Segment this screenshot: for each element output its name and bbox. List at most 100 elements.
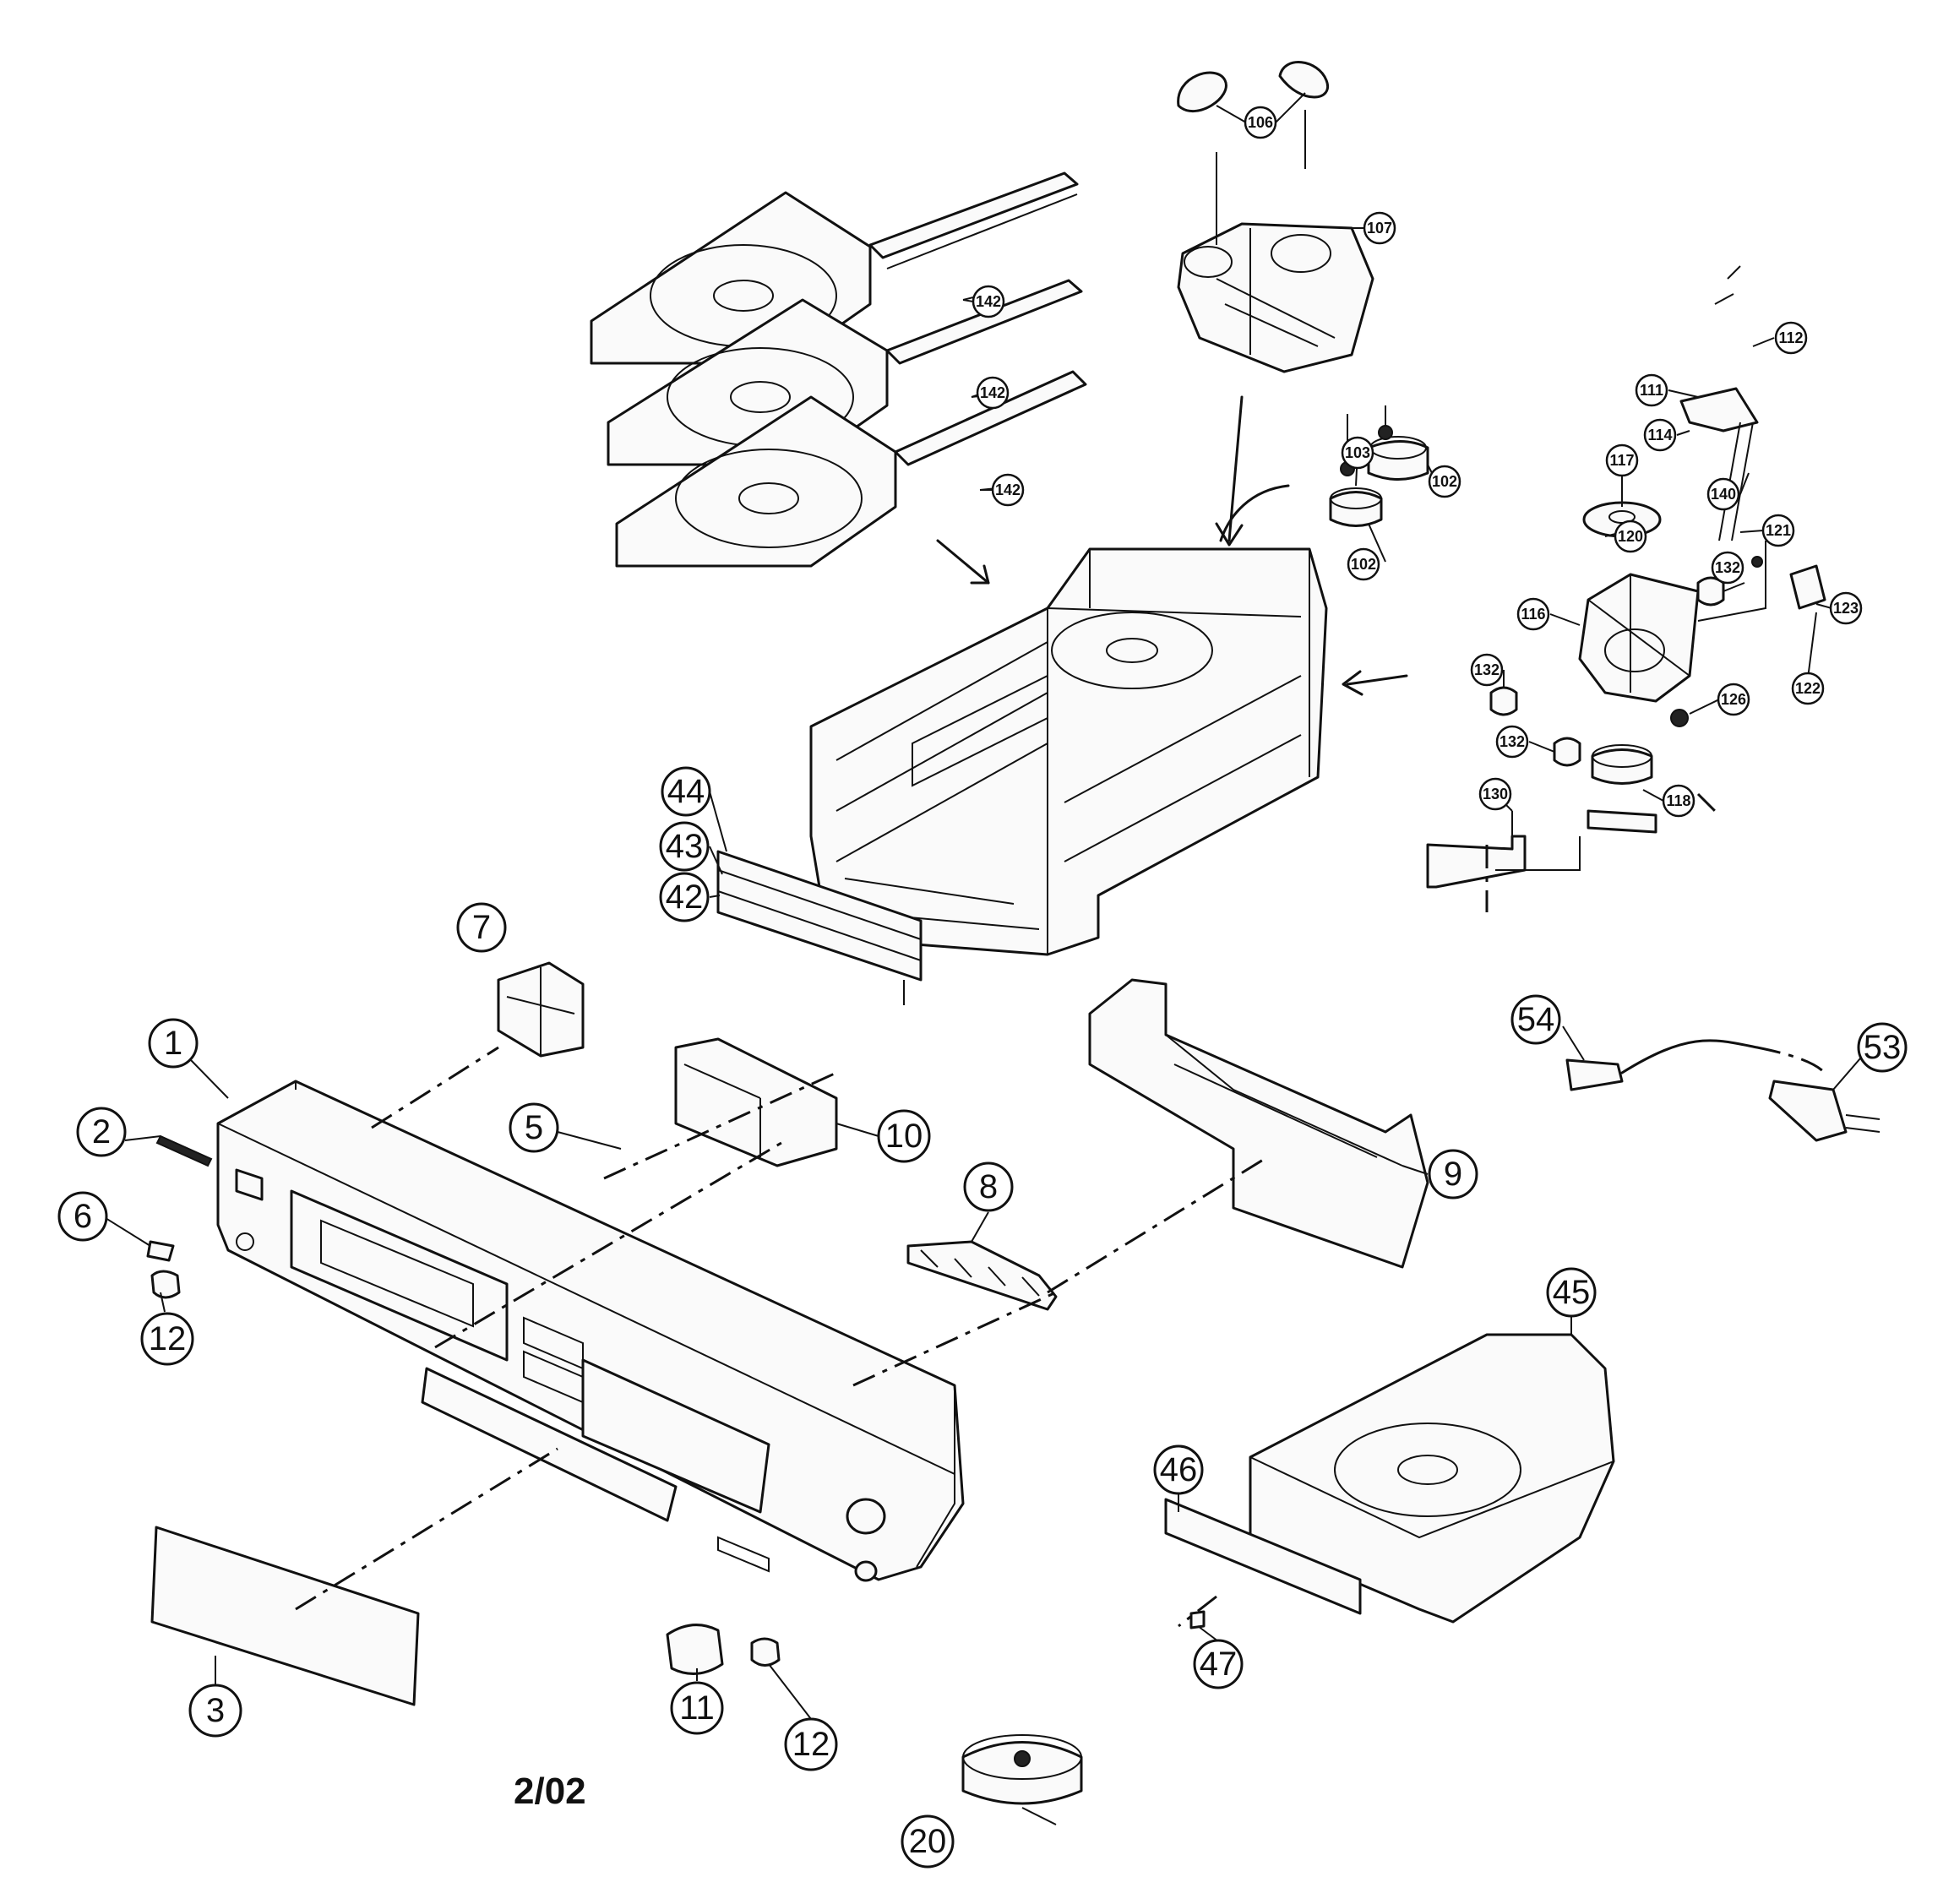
- callout-6: 6: [57, 1191, 108, 1242]
- disc-tray-bottom: [615, 370, 1087, 568]
- callout-label: 20: [909, 1823, 947, 1860]
- callout-1: 1: [148, 1018, 199, 1069]
- callout-132-bottom: 132: [1495, 725, 1529, 759]
- callout-118: 118: [1662, 784, 1695, 818]
- callout-label: 10: [885, 1118, 923, 1155]
- callout-label: 102: [1432, 473, 1457, 490]
- callout-label: 8: [979, 1168, 998, 1205]
- callout-5: 5: [509, 1102, 559, 1153]
- callout-label: 102: [1351, 556, 1376, 573]
- callout-label: 111: [1640, 382, 1663, 399]
- callout-107: 107: [1363, 211, 1396, 245]
- callout-label: 9: [1444, 1156, 1462, 1193]
- main-mechanism: [809, 547, 1328, 956]
- callout-142-top: 142: [972, 285, 1005, 318]
- callout-label: 118: [1666, 792, 1690, 809]
- callout-label: 7: [472, 909, 491, 946]
- callout-123: 123: [1829, 591, 1863, 625]
- callout-label: 5: [525, 1109, 543, 1146]
- callout-46: 46: [1153, 1444, 1204, 1495]
- callout-label: 103: [1345, 444, 1370, 461]
- callout-label: 122: [1795, 680, 1821, 697]
- callout-106: 106: [1244, 106, 1277, 139]
- callout-132-left: 132: [1470, 653, 1504, 687]
- callout-label: 114: [1647, 427, 1672, 443]
- circuit-boards: [497, 961, 1429, 1311]
- callout-12-left: 12: [140, 1312, 194, 1366]
- callout-label: 121: [1766, 522, 1791, 539]
- callout-label: 3: [206, 1692, 225, 1729]
- callout-label: 46: [1160, 1451, 1198, 1488]
- callout-10: 10: [877, 1109, 931, 1163]
- callout-111: 111: [1635, 373, 1668, 407]
- callout-53: 53: [1857, 1022, 1908, 1073]
- callout-117: 117: [1605, 443, 1639, 477]
- window-panel: [150, 1526, 420, 1706]
- callout-142-bottom: 142: [991, 473, 1025, 507]
- callout-47: 47: [1193, 1639, 1244, 1689]
- callout-7: 7: [456, 902, 507, 953]
- callout-label: 54: [1517, 1001, 1555, 1038]
- callout-44: 44: [661, 766, 711, 817]
- callout-label: 142: [995, 481, 1021, 498]
- callout-label: 120: [1618, 528, 1643, 545]
- callout-2: 2: [76, 1107, 127, 1157]
- callout-label: 42: [666, 879, 704, 916]
- callout-label: 107: [1367, 220, 1392, 237]
- knobs: [666, 1624, 1083, 1805]
- callout-label: 116: [1521, 606, 1545, 623]
- callout-54: 54: [1510, 994, 1561, 1045]
- second-mechanism: [1164, 1333, 1615, 1629]
- callout-9: 9: [1428, 1149, 1478, 1200]
- callout-103: 103: [1341, 436, 1374, 470]
- callout-116: 116: [1516, 597, 1550, 631]
- callout-8: 8: [963, 1161, 1014, 1212]
- callout-label: 126: [1721, 691, 1746, 708]
- assembly-arrows: [936, 395, 1408, 696]
- callout-label: 142: [980, 384, 1005, 401]
- callout-42: 42: [659, 872, 710, 922]
- pickup-assembly: [1426, 387, 1826, 889]
- callout-45: 45: [1546, 1267, 1597, 1318]
- loading-mechanism: [1177, 61, 1374, 373]
- callout-12-right: 12: [784, 1717, 838, 1771]
- front-panel: [216, 1080, 965, 1582]
- callout-label: 123: [1833, 600, 1859, 617]
- date-stamp: 2/02: [514, 1771, 586, 1812]
- power-cord: [1565, 1039, 1881, 1142]
- callout-label: 45: [1553, 1274, 1591, 1311]
- callout-3: 3: [188, 1684, 242, 1738]
- callout-label: 47: [1200, 1646, 1238, 1683]
- callout-20: 20: [901, 1814, 955, 1869]
- callout-label: 6: [73, 1198, 92, 1235]
- callout-11: 11: [670, 1681, 724, 1735]
- callout-label: 1: [164, 1025, 182, 1062]
- small-front-parts: [146, 1134, 213, 1299]
- callout-126: 126: [1717, 683, 1750, 716]
- callout-label: 53: [1864, 1029, 1902, 1066]
- callout-label: 130: [1483, 786, 1508, 802]
- callout-114: 114: [1643, 418, 1677, 452]
- callout-label: 132: [1500, 733, 1525, 750]
- callout-label: 44: [667, 773, 705, 810]
- callout-132-top: 132: [1711, 551, 1744, 585]
- callout-label: 117: [1609, 452, 1634, 469]
- motor-parts-102: [1329, 405, 1429, 527]
- callout-label: 106: [1248, 114, 1273, 131]
- callout-label: 12: [792, 1726, 830, 1763]
- callout-label: 11: [679, 1689, 715, 1727]
- callout-140: 140: [1706, 477, 1740, 511]
- callout-43: 43: [659, 821, 710, 872]
- callout-label: 2: [92, 1113, 111, 1151]
- callout-122: 122: [1791, 672, 1825, 705]
- callout-label: 112: [1778, 329, 1803, 346]
- callout-label: 12: [149, 1320, 187, 1357]
- leader-lines: [105, 92, 1872, 1825]
- callout-label: 142: [976, 293, 1001, 310]
- callout-label: 43: [666, 828, 704, 865]
- assembly-dash-lines: [295, 792, 1717, 1628]
- front-bracket-42-44: [716, 850, 923, 1005]
- callout-130: 130: [1478, 777, 1512, 811]
- callout-label: 132: [1474, 661, 1500, 678]
